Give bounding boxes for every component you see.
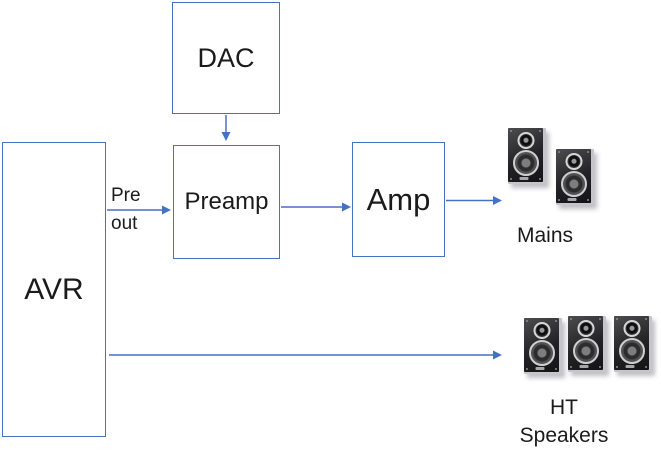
node-preamp-label: Preamp — [184, 188, 269, 215]
mains-group-label: Mains — [516, 224, 574, 247]
speaker-badge — [567, 198, 577, 201]
ht-group-label: HT Speakers — [514, 394, 614, 450]
node-dac: DAC — [172, 2, 280, 114]
speaker-woofer — [512, 150, 539, 176]
node-dac-label: DAC — [197, 42, 255, 73]
node-preamp: Preamp — [173, 145, 280, 259]
ht-label-line2: Speakers — [519, 424, 609, 447]
ht-speaker-icon — [614, 316, 652, 372]
arrow-dac-to-preamp — [221, 115, 231, 141]
preout-label-line1: Pre — [111, 185, 141, 206]
speaker-woofer — [560, 171, 587, 197]
speaker-face — [568, 316, 603, 370]
speaker-woofer — [618, 338, 645, 364]
speaker-badge — [519, 177, 529, 180]
speaker-tweeter — [533, 322, 550, 339]
node-avr: AVR — [2, 142, 106, 437]
arrow-avr-to-ht-speakers — [109, 350, 502, 360]
node-avr-label: AVR — [24, 272, 84, 306]
arrow-amp-to-mains — [446, 196, 502, 205]
speaker-badge — [579, 365, 589, 368]
ht-speaker-icon — [524, 318, 562, 374]
speaker-tweeter — [565, 153, 582, 170]
speaker-badge — [625, 365, 635, 368]
ht-label-line1: HT — [550, 396, 578, 419]
speaker-badge — [535, 367, 545, 370]
node-amp: Amp — [352, 142, 445, 257]
speaker-tweeter — [517, 132, 534, 149]
preout-edge-label: Pre out — [111, 182, 141, 238]
speaker-woofer — [572, 338, 599, 364]
speaker-tweeter — [623, 320, 640, 337]
speaker-woofer — [528, 340, 555, 366]
node-amp-label: Amp — [366, 181, 431, 217]
speaker-tweeter — [577, 320, 594, 337]
mains-speaker-icon — [556, 149, 594, 205]
speaker-face — [508, 128, 543, 182]
speaker-face — [556, 149, 591, 203]
preout-label-line2: out — [111, 213, 138, 234]
mains-speaker-icon — [508, 128, 546, 184]
speaker-face — [614, 316, 649, 370]
speaker-face — [524, 318, 559, 372]
ht-speaker-icon — [568, 316, 606, 372]
arrow-preamp-to-amp — [281, 202, 351, 212]
